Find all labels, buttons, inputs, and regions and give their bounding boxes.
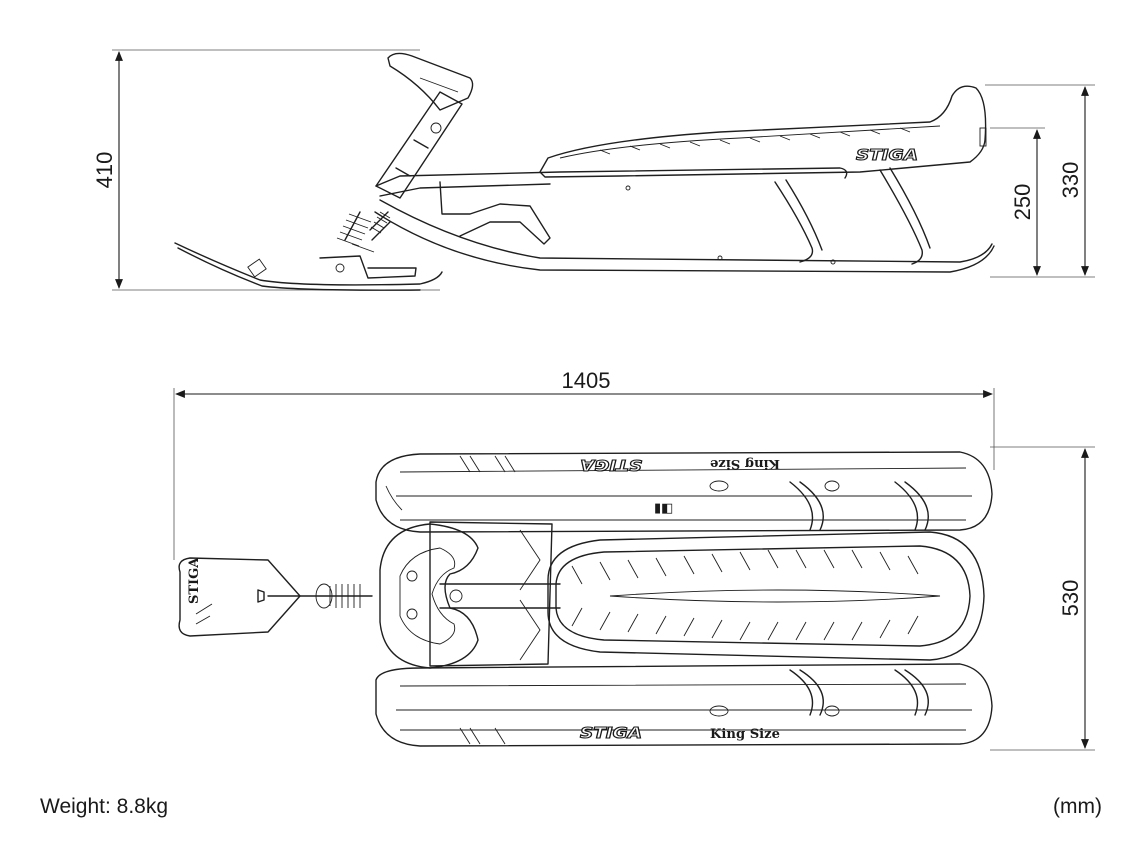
- bottom-runner-logo: STIGA: [580, 724, 642, 742]
- top-runner-logo: STIGA: [580, 456, 642, 474]
- bottom-runner-model: King Size: [710, 727, 780, 742]
- dimension-height-back: 330: [1058, 86, 1089, 276]
- steering-spring: [335, 211, 391, 273]
- runner-top: STIGA King Size: [375, 451, 993, 533]
- dim-410-label: 410: [92, 152, 117, 189]
- handlebar-top: [379, 523, 479, 669]
- weight-label: Weight: 8.8kg: [40, 795, 169, 818]
- sled-top-drawing: STIGA STIGA King Size: [178, 451, 993, 747]
- top-view: 1405 530 STIGA STIGA: [173, 368, 1095, 751]
- front-ski: STIGA: [178, 557, 301, 637]
- sled-side-drawing: STIGA: [174, 52, 995, 291]
- dimension-height-seat: 250: [1010, 129, 1041, 276]
- side-view: 410 250 330: [92, 49, 1095, 291]
- dimension-height-total: 410: [92, 51, 123, 289]
- dimension-width: 530: [1058, 448, 1089, 749]
- seat-body: STIGA: [539, 85, 987, 178]
- seat-top: [547, 531, 985, 661]
- ski-stiga-logo: STIGA: [187, 557, 202, 604]
- svg-text:▮◧: ▮◧: [654, 501, 673, 516]
- handlebar: [387, 52, 474, 111]
- dim-330-label: 330: [1058, 162, 1083, 199]
- dim-1405-label: 1405: [562, 368, 611, 393]
- runner-bottom: STIGA King Size: [375, 663, 993, 747]
- unit-label: (mm): [1053, 795, 1102, 818]
- side-stiga-logo: STIGA: [856, 146, 918, 164]
- dimension-length: 1405: [175, 368, 993, 398]
- top-runner-model: King Size: [710, 456, 780, 471]
- dim-250-label: 250: [1010, 184, 1035, 221]
- dim-530-label: 530: [1058, 580, 1083, 617]
